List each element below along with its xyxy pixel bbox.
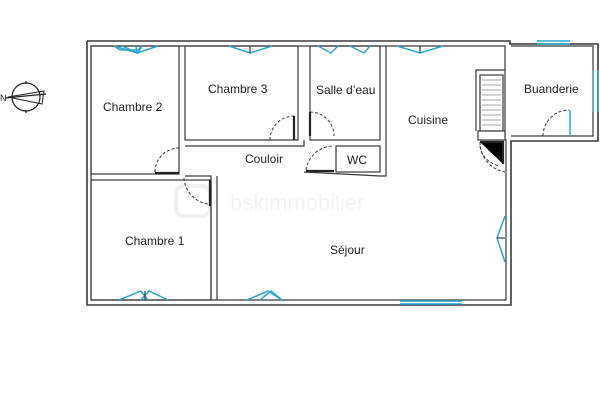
room-chambre-3: Chambre 3: [184, 45, 299, 141]
compass-icon: N: [0, 81, 47, 113]
watermark: bskimmobilier: [174, 184, 364, 218]
room-cuisine: Cuisine: [396, 45, 506, 173]
room-chambre-1: Chambre 1: [90, 177, 212, 301]
label-wc: WC: [347, 153, 367, 167]
label-chambre-2: Chambre 2: [103, 100, 163, 114]
label-cuisine: Cuisine: [408, 113, 448, 127]
label-chambre-1: Chambre 1: [125, 234, 185, 248]
watermark-text: bskimmobilier: [230, 190, 364, 215]
room-salle-d-eau: Salle d’eau: [308, 45, 381, 141]
room-sejour: Séjour: [246, 215, 506, 305]
label-couloir: Couloir: [245, 152, 283, 166]
staircase: [475, 69, 506, 173]
label-chambre-3: Chambre 3: [208, 82, 268, 96]
label-buanderie: Buanderie: [524, 82, 579, 96]
label-salle-d-eau: Salle d’eau: [316, 83, 375, 97]
room-chambre-2: Chambre 2: [90, 45, 180, 175]
compass-north-label: N: [0, 93, 7, 103]
room-wc: WC: [305, 145, 381, 173]
label-sejour: Séjour: [330, 243, 365, 257]
room-buanderie: Buanderie: [511, 40, 599, 137]
